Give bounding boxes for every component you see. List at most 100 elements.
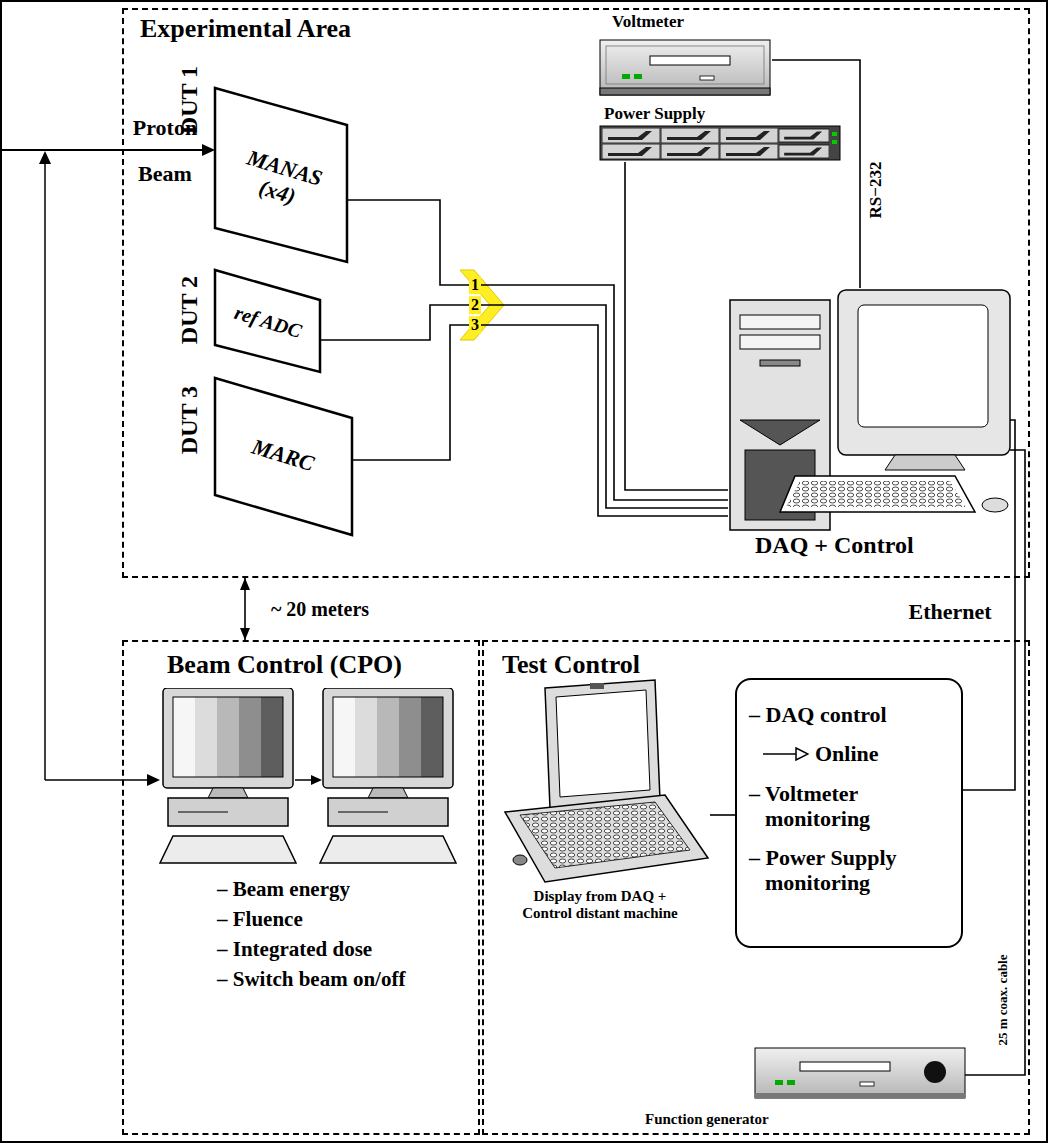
keyboard-keys: [786, 481, 966, 507]
laptop-display: Display from DAQ + Control distant machi…: [495, 680, 710, 945]
display-link: [710, 814, 735, 816]
node-text: ref ADC: [222, 298, 315, 346]
keyboard: [780, 476, 975, 512]
area-region: Test ControlDisplay from DAQ + Control d…: [482, 640, 1030, 1135]
list-item: Online: [815, 741, 879, 766]
cable: [347, 200, 728, 500]
cable: [320, 305, 728, 508]
voltmeter-case: [600, 40, 770, 95]
computer-monitor: [838, 290, 1010, 455]
led: [634, 74, 642, 79]
power-supply-module: [661, 128, 719, 143]
computer-link: [295, 779, 312, 781]
power-supply-module: [602, 144, 660, 159]
beam-control-computers: [160, 688, 456, 863]
node-text: MANAS (x4): [226, 141, 336, 219]
node-text: – Integrated dose: [217, 937, 372, 961]
monitoring-box: – DAQ controlOnline – Voltmeter monitorin…: [735, 678, 963, 948]
node-label: DUT 2: [176, 276, 204, 344]
power-supply-module: [661, 144, 719, 159]
power-supply-module: [720, 144, 778, 159]
node-label: Display from DAQ + Control distant machi…: [520, 888, 680, 923]
laptop-latch: [590, 683, 604, 689]
beam-arrowhead: [202, 144, 215, 156]
generator-base: [755, 1093, 965, 1098]
connector-label: 25 m coax. cable: [996, 953, 1010, 1048]
arrow-head: [796, 748, 808, 760]
power-supply-case: [600, 126, 840, 160]
list-item: – DAQ control: [749, 702, 953, 727]
area-region: Experimental AreaDUT 1MANAS (x4) DUT 2 ref…: [122, 8, 1030, 578]
node-text: – Beam energy: [217, 877, 350, 901]
laptop-base: [505, 795, 708, 882]
distance-arrow: [244, 578, 246, 640]
node-label: Experimental Area: [140, 14, 351, 44]
node-label: Test Control: [502, 650, 640, 680]
led: [787, 1080, 795, 1085]
serial-link: [772, 60, 860, 288]
connector-label: RS−232: [867, 160, 886, 221]
connector-label: 2: [469, 296, 481, 314]
node-label: Voltmeter: [612, 12, 684, 32]
beam-line: [0, 149, 205, 151]
monitor-stand: [885, 455, 965, 470]
list-item: – Voltmeter monitoring: [749, 781, 953, 832]
connector-label: 1: [469, 276, 481, 294]
power-supply-module: [779, 129, 829, 142]
laptop-keys: [520, 802, 690, 868]
dut-board: DUT 1MANAS (x4): [172, 66, 347, 264]
node-label: Power Supply: [604, 104, 705, 124]
node-label: Beam Control (CPO): [167, 650, 402, 680]
voltmeter-base: [600, 88, 770, 95]
voltmeter: Voltmeter: [598, 10, 772, 97]
voltmeter-panel: [606, 46, 764, 84]
function-generator-icon: [755, 1048, 965, 1098]
list-item: – Power Supply monitoring: [749, 845, 953, 896]
led: [775, 1080, 783, 1085]
dut-boards: [215, 88, 352, 535]
node-text: MARC: [231, 428, 334, 481]
dut-board: [215, 88, 347, 262]
power-supply-module: [779, 145, 829, 158]
led: [622, 74, 630, 79]
connector-label: 3: [469, 316, 481, 334]
node-label: DAQ + Control: [755, 532, 914, 560]
monitor-screen: [858, 305, 988, 427]
computer-link-arrowhead: [311, 775, 322, 785]
control-computer: [320, 688, 456, 863]
led: [832, 132, 837, 136]
cable: [352, 325, 728, 516]
online-arrow: [763, 747, 809, 761]
function-generator-case: [755, 1048, 965, 1098]
dut-board: DUT 3 MARC: [172, 376, 352, 538]
generator-knob: [924, 1061, 946, 1083]
beam-label: Proton: [133, 116, 197, 140]
online-row: Online: [763, 741, 953, 766]
voltmeter-button: [700, 76, 714, 80]
laptop: [505, 680, 708, 882]
arrow-shaft: [763, 753, 797, 755]
connector-label: Ethernet: [906, 600, 993, 624]
beam-label: Beam: [138, 162, 192, 186]
power-supply-module: [602, 128, 660, 143]
node-label: Function generator: [645, 1111, 769, 1128]
generator-button: [860, 1082, 874, 1086]
daq-computer: [730, 290, 1010, 530]
laptop-trackball: [513, 855, 527, 865]
floppy-slot: [760, 360, 800, 366]
voltmeter-slot: [650, 56, 730, 65]
node-label: DUT 3: [176, 386, 204, 454]
connector-label: ~ 20 meters: [269, 598, 371, 620]
laptop-screen: [556, 690, 650, 797]
daq-computer: DAQ + Control: [728, 288, 1010, 570]
node-text: – Fluence: [217, 907, 303, 931]
dut-board: [215, 378, 352, 535]
power-supply: Power Supply: [598, 104, 842, 162]
node-text: – Switch beam on/off: [217, 967, 405, 991]
dut-board: DUT 2 ref ADC: [172, 268, 320, 374]
laptop-lid: [545, 680, 660, 808]
beam-control-arrowhead: [147, 774, 160, 786]
function-generator: Function generator: [640, 1045, 965, 1130]
